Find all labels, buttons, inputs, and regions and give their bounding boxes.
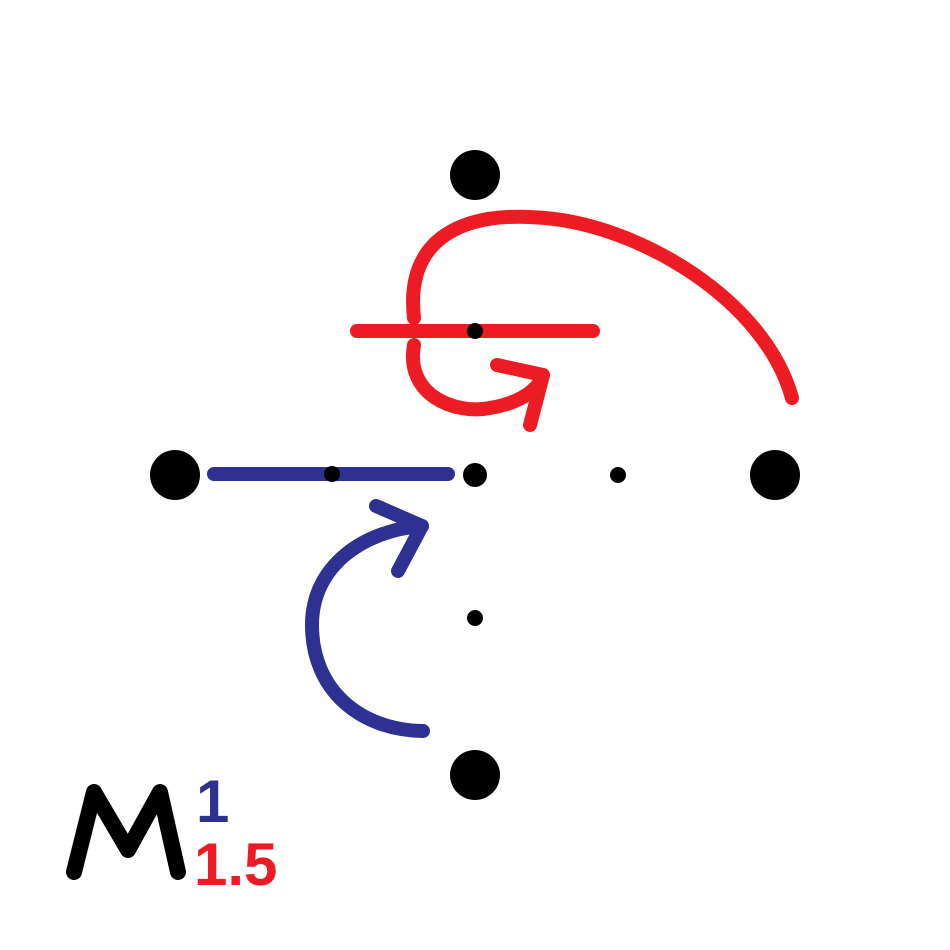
blue-curved-arrow <box>305 519 430 738</box>
blue-value-label: 1 <box>196 768 229 835</box>
upper-midpoint <box>467 323 483 339</box>
left-vertex <box>150 450 200 500</box>
midpoints-group <box>324 323 626 626</box>
red-operator-group <box>350 209 799 432</box>
right-midpoint <box>610 467 626 483</box>
red-arrowhead <box>490 358 550 432</box>
left-midpoint <box>324 466 340 482</box>
center-point <box>463 463 487 487</box>
bottom-vertex <box>450 750 500 800</box>
operator-label: 1 1.5 <box>66 768 277 898</box>
letter-m <box>66 784 186 880</box>
right-vertex <box>750 450 800 500</box>
blue-operator-group <box>207 467 455 738</box>
blue-arrowhead <box>369 499 429 578</box>
vertices-group <box>150 150 800 800</box>
lower-midpoint <box>467 610 483 626</box>
red-value-label: 1.5 <box>194 831 277 898</box>
top-vertex <box>450 150 500 200</box>
red-arc <box>406 209 799 405</box>
